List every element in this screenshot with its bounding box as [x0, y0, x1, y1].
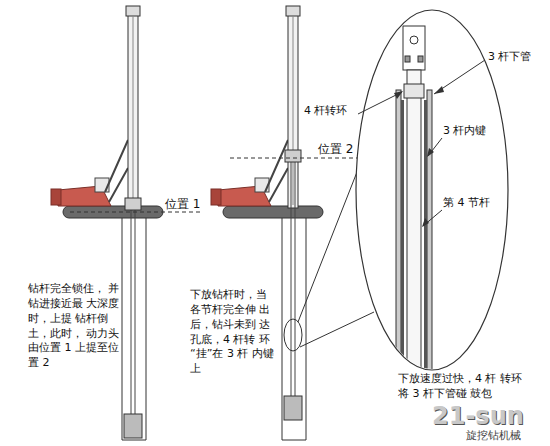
position-line [70, 212, 200, 213]
position-label: 位置 2 [318, 141, 353, 157]
borehole-bottom [122, 440, 146, 441]
note-text: 下放钻杆时，当 各节杆完全伸 出后，钻斗未到 达孔底，4 杆转 环“挂”在 3 … [190, 288, 278, 377]
lug [418, 56, 423, 62]
middle-rig [211, 6, 374, 440]
inner-key [401, 100, 404, 390]
arrow-head [434, 86, 444, 94]
arrow-head [427, 148, 434, 157]
inner-key [424, 100, 427, 390]
leader-line [423, 210, 442, 226]
part-label: 4 杆转环 [304, 104, 348, 119]
leader-line [428, 138, 442, 156]
left-rig [51, 6, 200, 440]
leader-line [358, 92, 402, 114]
fourth-bar [407, 70, 421, 390]
kelly-bar [135, 210, 136, 414]
leader-line [434, 60, 485, 94]
callout-line [300, 312, 374, 347]
drill-bucket [124, 414, 142, 438]
watermark: 21-sun [432, 400, 524, 432]
kelly-bar [291, 162, 292, 396]
kelly-bar [131, 210, 132, 414]
part-label: 3 杆下管 [488, 50, 532, 65]
tube-wall [396, 90, 401, 390]
borehole-wall [146, 218, 147, 440]
eye-hole [410, 36, 418, 44]
lug [405, 56, 410, 62]
power-head [125, 198, 141, 210]
kelly-bar [295, 162, 296, 396]
position-line [230, 158, 372, 159]
note-text: 钻杆完全锁住， 并钻进接近最 大深度时，上提 钻杆倒土，此时， 动力头由位置 1… [28, 282, 120, 371]
callout-line [298, 172, 357, 322]
swivel-ring [404, 84, 424, 98]
part-label: 第 4 节杆 [443, 196, 490, 211]
callout-ellipse [284, 319, 302, 351]
arrow-head [422, 218, 429, 227]
borehole-wall [122, 218, 123, 440]
borehole-wall [306, 218, 307, 440]
watermark: 旋挖钻机械 [466, 429, 521, 444]
zoom-detail [356, 10, 508, 390]
drill-bucket [284, 396, 302, 420]
position-label: 位置 1 [165, 196, 200, 212]
arrow-head [394, 91, 403, 99]
borehole-wall [282, 218, 283, 440]
note-text: 下放速度过快，4 杆 转环将 3 杆下管碰 鼓包 [398, 372, 528, 402]
part-label: 3 杆内键 [443, 124, 487, 139]
tube-wall [427, 90, 432, 390]
power-head [285, 150, 301, 162]
eye-plate [403, 26, 425, 70]
borehole-bottom [282, 440, 306, 441]
